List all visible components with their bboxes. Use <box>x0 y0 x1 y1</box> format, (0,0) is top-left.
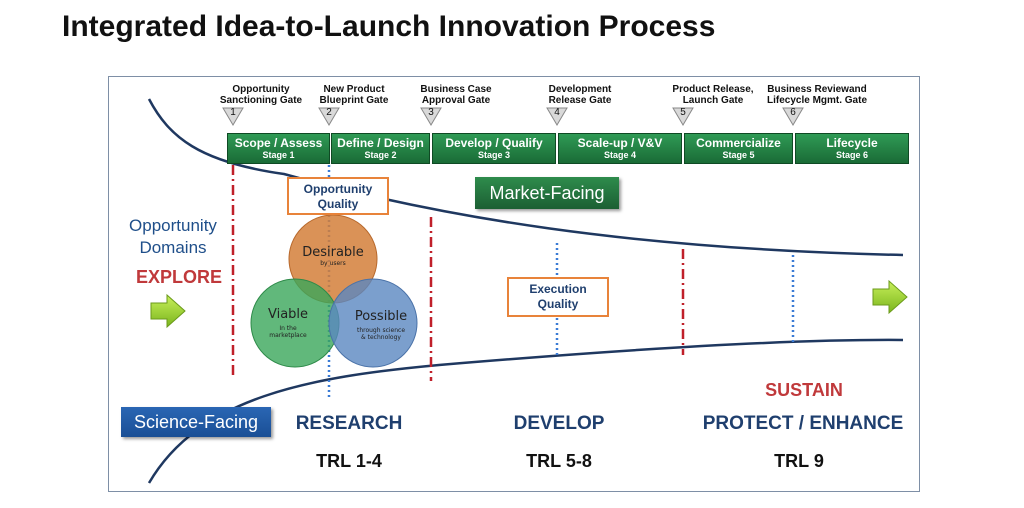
stage-6-sub: Stage 6 <box>835 150 868 160</box>
process-diagram: 1 2 3 4 5 6 Opportunity Sanctioning Gate… <box>108 76 920 492</box>
venn-viable-label: Viable In the marketplace <box>253 307 323 339</box>
gate-1-label-line1: Opportunity <box>232 84 290 95</box>
gate-5-label: Product Release, Launch Gate <box>665 84 761 106</box>
trl-protect-label: TRL 9 <box>774 451 824 471</box>
stage-6-name: Lifecycle <box>826 136 878 150</box>
opportunity-domains-label: Opportunity Domains <box>123 215 223 259</box>
opportunity-domains-line1: Opportunity <box>129 216 217 235</box>
venn-viable-title: Viable <box>267 307 309 322</box>
gate-3-marker <box>420 107 442 126</box>
venn-possible-sub2: & technology <box>361 334 401 341</box>
gate-3-label: Business Case Approval Gate <box>411 84 501 106</box>
trl-develop-label: TRL 5-8 <box>526 451 592 471</box>
venn-possible-circle <box>328 278 418 368</box>
execution-quality-line2: Quality <box>537 297 579 311</box>
opportunity-quality-box: Opportunity Quality <box>287 177 389 215</box>
diagram-graphics <box>147 98 908 484</box>
stage-4-sub: Stage 4 <box>603 150 636 160</box>
stage-3-name: Develop / Qualify <box>445 136 543 150</box>
venn-viable-sub2: marketplace <box>269 332 307 339</box>
gate-3-label-line1: Business Case <box>420 84 492 95</box>
execution-quality-box: Execution Quality <box>507 277 609 317</box>
gate-1-number: 1 <box>230 107 236 118</box>
phase-research-label: RESEARCH <box>295 413 403 434</box>
venn-possible-label: Possible through science & technology <box>341 309 421 341</box>
stage-2-name: Define / Design <box>337 136 424 150</box>
gate-markers <box>222 107 804 126</box>
stage-5-sub: Stage 5 <box>722 150 755 160</box>
gate-4-number: 4 <box>554 107 560 118</box>
stage-1-sub: Stage 1 <box>262 150 295 160</box>
market-facing-label: Market-Facing <box>475 177 619 209</box>
gate-4-marker <box>546 107 568 126</box>
venn-viable-sub1: In the <box>279 325 297 332</box>
outflow-arrow-icon <box>872 279 908 315</box>
stage-1: Scope / Assess Stage 1 <box>227 133 330 164</box>
explore-label: EXPLORE <box>135 267 223 287</box>
sustain-label: SUSTAIN <box>765 380 843 400</box>
stage-3-sub: Stage 3 <box>477 150 510 160</box>
gate-5-label-line1: Product Release, <box>672 84 754 95</box>
gate-5-marker <box>672 107 694 126</box>
gate-6-label: Business Reviewand Lifecycle Mgmt. Gate <box>761 84 873 106</box>
stage-4-name: Scale-up / V&V <box>577 136 663 150</box>
venn-desirable-label: Desirable by users <box>293 245 373 267</box>
gate-1-label-line2: Sanctioning Gate <box>219 95 303 106</box>
stage-5: Commercialize Stage 5 <box>684 133 793 164</box>
gate-2-label-line1: New Product <box>323 84 385 95</box>
stage-4: Scale-up / V&V Stage 4 <box>558 133 682 164</box>
stage-2-sub: Stage 2 <box>364 150 397 160</box>
opportunity-quality-line2: Quality <box>317 197 359 211</box>
opportunity-quality-line1: Opportunity <box>303 182 373 196</box>
gate-4-label: Development Release Gate <box>537 84 623 106</box>
gate-5-number: 5 <box>680 107 686 118</box>
stage-3: Develop / Qualify Stage 3 <box>432 133 556 164</box>
venn-desirable-sub: by users <box>320 260 346 267</box>
gate-2-label: New Product Blueprint Gate <box>309 84 399 106</box>
gate-4-label-line1: Development <box>548 84 612 95</box>
gate-6-label-line2: Lifecycle Mgmt. Gate <box>766 95 868 106</box>
gate-1-marker <box>222 107 244 126</box>
phase-protect-label: PROTECT / ENHANCE <box>702 413 904 434</box>
phase-develop-label: DEVELOP <box>513 413 605 434</box>
venn-possible-title: Possible <box>354 309 408 324</box>
execution-quality-line1: Execution <box>529 282 587 296</box>
gate-2-label-line2: Blueprint Gate <box>319 95 389 106</box>
gate-3-label-line2: Approval Gate <box>421 95 491 106</box>
gate-6-number: 6 <box>790 107 796 118</box>
explore-arrow-icon <box>150 293 186 329</box>
stage-2: Define / Design Stage 2 <box>331 133 430 164</box>
science-facing-label: Science-Facing <box>121 407 271 437</box>
opportunity-domains-line2: Domains <box>139 238 207 257</box>
venn-desirable-title: Desirable <box>302 245 364 260</box>
gate-6-label-line1: Business Reviewand <box>767 84 867 95</box>
stage-1-name: Scope / Assess <box>234 136 323 150</box>
stage-6: Lifecycle Stage 6 <box>795 133 909 164</box>
venn-possible-sub1: through science <box>356 327 406 334</box>
gate-6-marker <box>782 107 804 126</box>
gate-2-number: 2 <box>326 107 332 118</box>
trl-research-label: TRL 1-4 <box>316 451 382 471</box>
gate-5-label-line2: Launch Gate <box>682 95 744 106</box>
stage-5-name: Commercialize <box>696 136 781 150</box>
gate-4-label-line2: Release Gate <box>548 95 612 106</box>
gate-2-marker <box>318 107 340 126</box>
gate-1-label: Opportunity Sanctioning Gate <box>211 84 311 106</box>
page-title: Integrated Idea-to-Launch Innovation Pro… <box>62 10 716 43</box>
gate-3-number: 3 <box>428 107 434 118</box>
